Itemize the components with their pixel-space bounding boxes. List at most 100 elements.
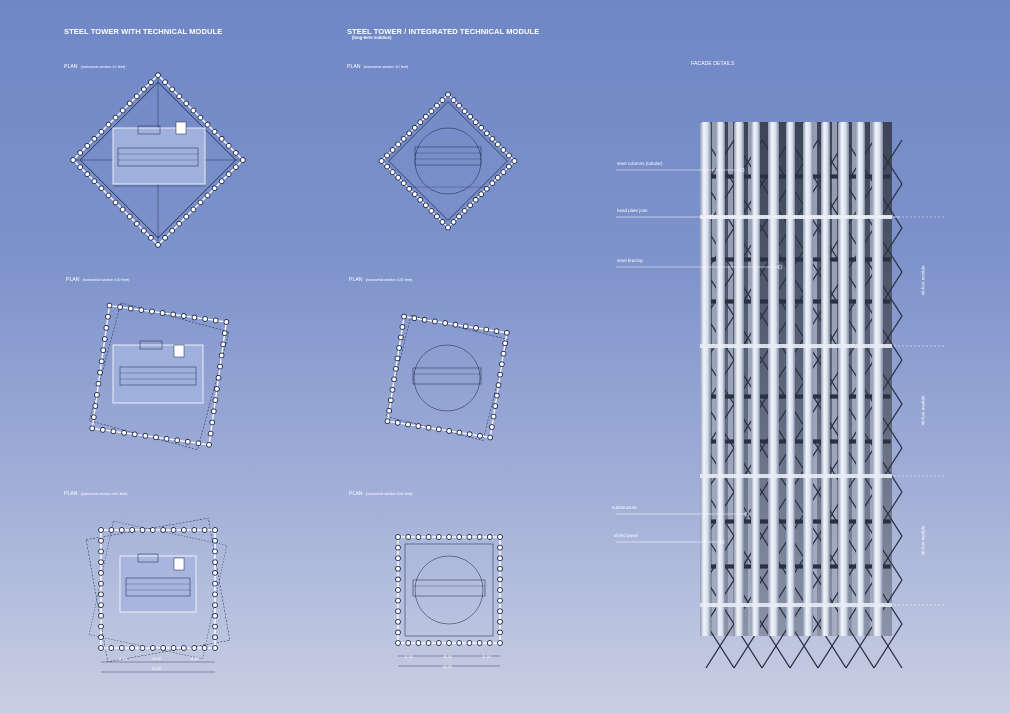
column-dot (497, 371, 504, 378)
column-dot (98, 548, 104, 555)
column-dot (395, 174, 401, 181)
column-dot (183, 213, 190, 220)
column-dot (506, 163, 512, 170)
callout-steel-bracing: steel bracing (617, 258, 643, 263)
column-dot (462, 323, 469, 330)
column-dot (103, 325, 110, 331)
column-dot (489, 424, 495, 430)
plan-right-1 (378, 91, 518, 231)
column-dot (195, 440, 202, 447)
column-dot (395, 534, 401, 540)
dimension-text: 60.00 (152, 667, 161, 671)
column-dot (493, 328, 500, 335)
plan-left-1 (70, 72, 246, 248)
column-dot (129, 645, 135, 651)
column-dot (489, 180, 496, 187)
column-dot (502, 340, 508, 347)
column-dot (141, 86, 147, 93)
column-dot (212, 548, 218, 555)
column-dot (395, 555, 401, 562)
brace (845, 623, 875, 669)
module-label: 40-foot module (920, 525, 926, 556)
column-dot (400, 180, 407, 187)
column-dot (417, 119, 424, 126)
column-dot (445, 224, 451, 231)
column-dot (405, 640, 412, 646)
column-dot (212, 397, 219, 403)
column-dot (497, 608, 503, 615)
steel-column-tube (751, 122, 760, 636)
column-dot (232, 150, 239, 156)
inner-tube (812, 122, 817, 636)
callout-head-plate-joint: head plate joint (617, 208, 648, 213)
column-dot (98, 358, 105, 365)
column-dot (119, 107, 126, 114)
column-dot (210, 408, 217, 415)
column-dot (108, 527, 115, 533)
column-dot (105, 192, 112, 199)
column-dot (506, 152, 512, 159)
column-dot (214, 386, 220, 392)
column-dot (477, 433, 483, 439)
column-dot (148, 79, 154, 86)
column-dot (395, 544, 401, 551)
column-dots (384, 313, 510, 441)
column-dot (162, 234, 168, 241)
callout-substructure: substructure (612, 505, 637, 510)
column-dot (500, 350, 507, 357)
column-dot (415, 423, 422, 429)
column-dot (112, 114, 119, 121)
column-dot (105, 313, 111, 320)
column-dot (170, 311, 177, 318)
column-dot (456, 534, 463, 540)
column-dot (91, 178, 98, 185)
plan-section-text: (horizontal section 430 feet) (82, 278, 130, 282)
column-dot (240, 157, 246, 163)
column-dot (176, 220, 183, 227)
column-dot (131, 431, 138, 438)
column-dot (425, 640, 432, 646)
column-dot (149, 645, 156, 651)
column-dots (98, 527, 218, 651)
column-dot (181, 527, 187, 533)
column-dot (225, 171, 232, 177)
column-dot (395, 640, 401, 646)
column-dot (212, 527, 218, 533)
column-dot (204, 121, 211, 128)
head-plate-ring (700, 344, 892, 348)
column-dot (497, 576, 503, 583)
column-dot (422, 202, 429, 209)
column-dot (446, 428, 452, 434)
column-dot (212, 537, 218, 544)
column-dot (421, 316, 428, 323)
steel-column-tube (716, 122, 725, 636)
column-dot (139, 527, 146, 533)
column-dot (212, 559, 218, 566)
column-dot (483, 185, 490, 192)
column-dot (411, 124, 418, 131)
column-dot (445, 91, 451, 98)
column-dot (461, 208, 468, 214)
column-dot (478, 191, 485, 198)
column-dot (435, 534, 442, 540)
head-plate-ring (700, 474, 892, 478)
column-dot (456, 640, 463, 646)
column-dot (218, 178, 225, 185)
column-dot (406, 130, 413, 137)
column-dot (428, 208, 435, 214)
column-dot (90, 414, 97, 421)
column-dot (148, 234, 154, 241)
column-dot (191, 645, 198, 651)
column-dot (84, 171, 91, 177)
column-dot (98, 527, 104, 533)
column-dot (155, 72, 161, 78)
column-dot (483, 326, 490, 333)
column-dot (495, 382, 502, 388)
column-dot (378, 158, 385, 164)
column-dot (138, 307, 145, 313)
column-dot (170, 527, 177, 533)
plan-label-right-1: PLAN(horizontal section 10 feet) (347, 64, 408, 70)
column-dot (160, 527, 167, 533)
column-dot (126, 100, 133, 107)
